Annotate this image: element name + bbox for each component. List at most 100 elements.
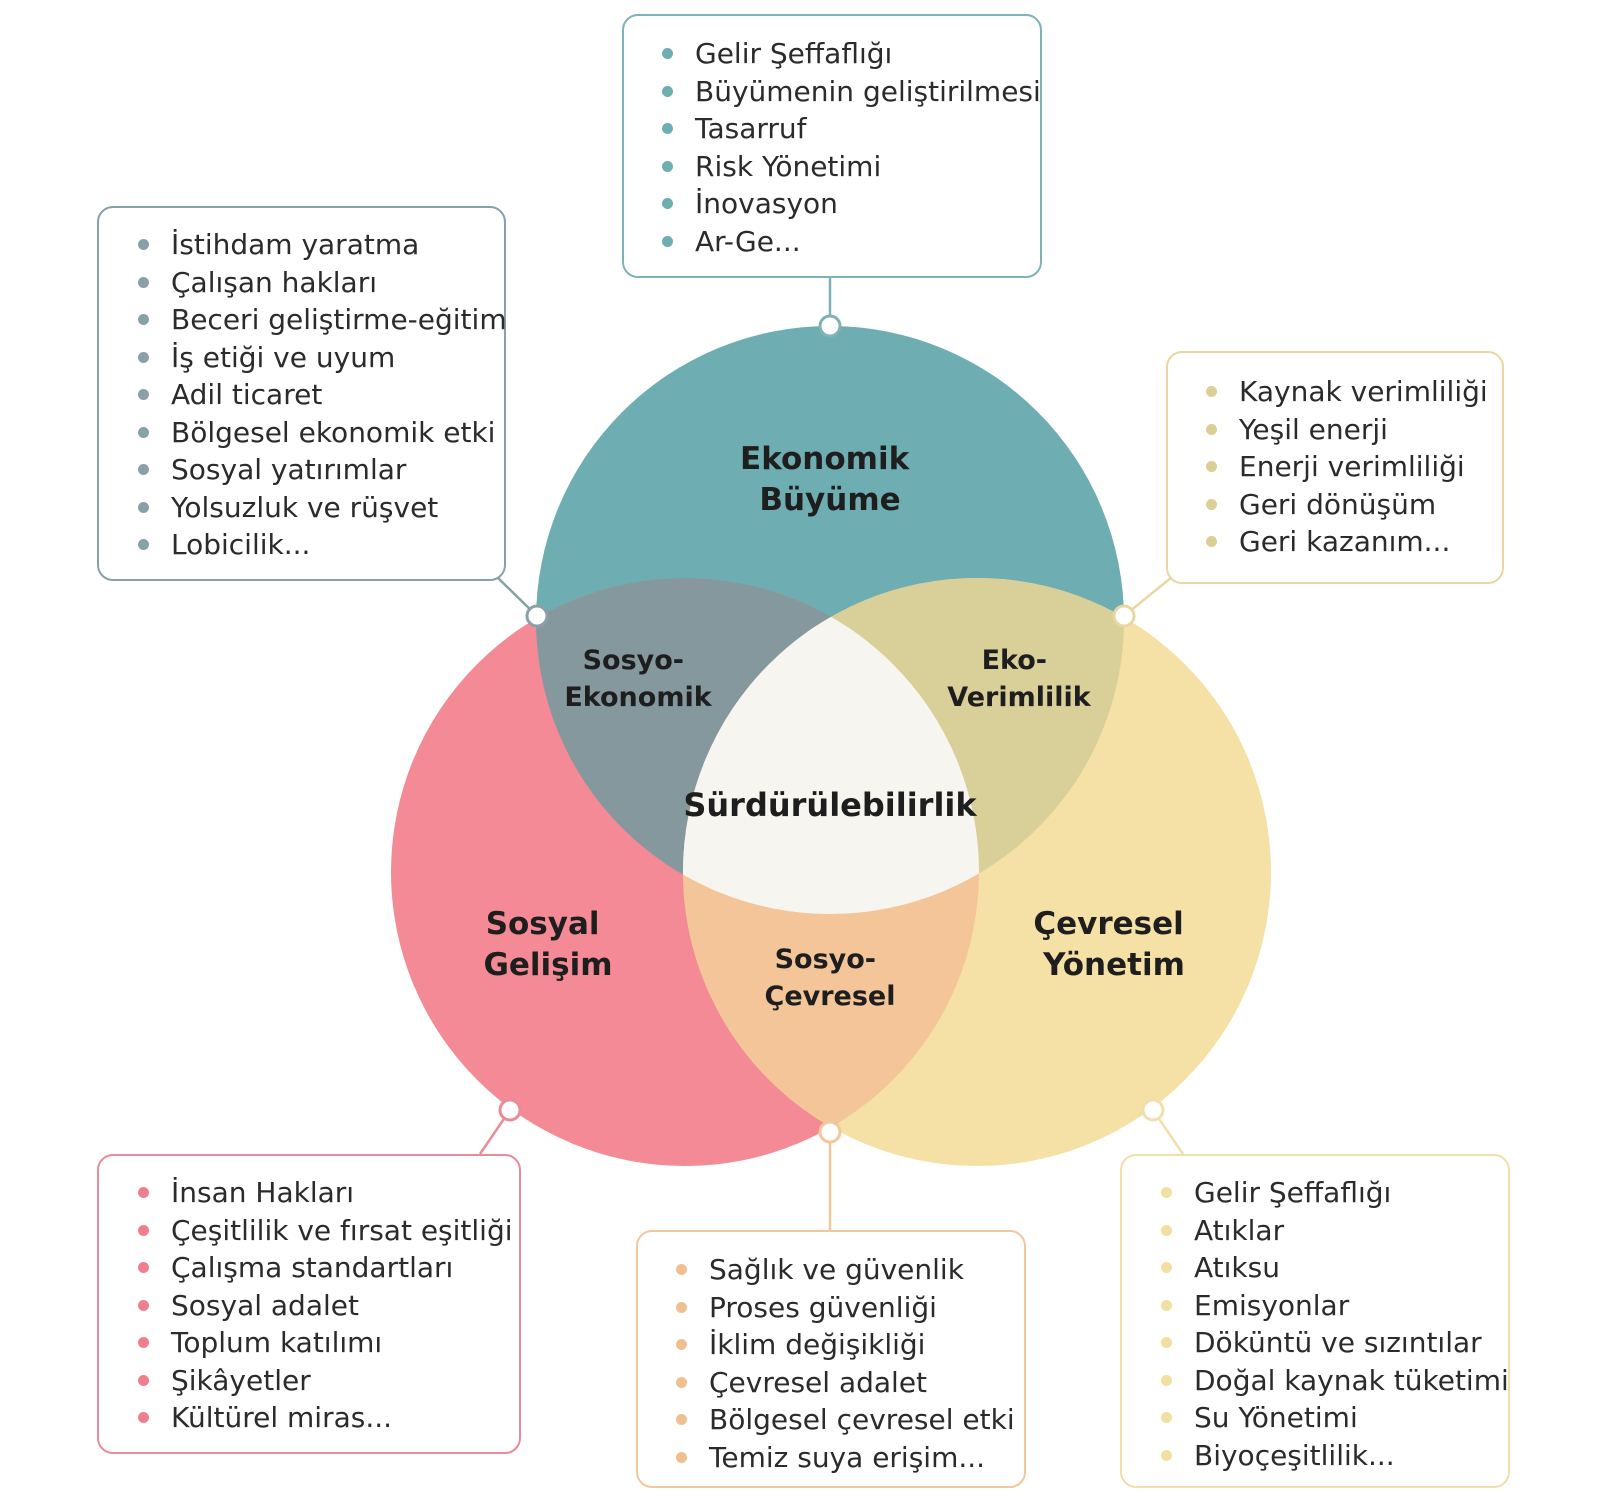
environmental-title-line2: Yönetim xyxy=(1042,947,1185,983)
list-item-text: Lobicilik... xyxy=(171,528,311,561)
list-item-text: Sağlık ve güvenlik xyxy=(709,1253,964,1286)
socio-economic-label-line1: Sosyo- xyxy=(583,645,684,676)
list-item: Çevresel adalet xyxy=(663,1364,1024,1402)
bullet-dot-icon xyxy=(1161,1187,1172,1198)
list-item: Çalışan hakları xyxy=(125,264,504,302)
list-item-text: Su Yönetimi xyxy=(1194,1401,1358,1434)
list-item: Gelir Şeffaflığı xyxy=(1148,1174,1508,1212)
bullet-dot-icon xyxy=(138,1412,149,1423)
svg-text:Çevresel Yönetim: Çevresel Yönetim xyxy=(1033,906,1194,983)
list-item-text: Yolsuzluk ve rüşvet xyxy=(171,490,439,524)
list-item: Toplum katılımı xyxy=(125,1324,519,1362)
list-item: Çalışma standartları xyxy=(125,1249,519,1287)
bullet-dot-icon xyxy=(1161,1337,1172,1348)
socio-environmental-label-line2: Çevresel xyxy=(765,981,896,1012)
list-item: Doğal kaynak tüketimi xyxy=(1148,1362,1509,1400)
bullet-dot-icon xyxy=(1161,1449,1172,1461)
bullet-dot-icon xyxy=(138,539,149,550)
list-item: Şikâyetler xyxy=(125,1362,519,1400)
list-item-text: Kültürel miras... xyxy=(171,1401,393,1434)
bullet-dot-icon xyxy=(662,198,673,209)
bullet-dot-icon xyxy=(138,1187,149,1198)
list-item: Atıklar xyxy=(1148,1212,1508,1250)
bullet-dot-icon xyxy=(676,1264,687,1275)
list-item: İklim değişikliği xyxy=(663,1326,1024,1364)
list-item: Beceri geliştirme-eğitim xyxy=(125,301,507,339)
bullet-dot-icon xyxy=(138,314,149,325)
list-item-text: Atıksu xyxy=(1194,1251,1280,1284)
bullet-dot-icon xyxy=(1161,1299,1172,1311)
list-item: Kültürel miras... xyxy=(125,1399,519,1437)
anchor-dot-socio-environmental xyxy=(818,1120,842,1144)
bullet-dot-icon xyxy=(676,1339,687,1350)
bullet-dot-icon xyxy=(138,1224,149,1236)
overlap-center xyxy=(683,578,979,914)
list-item: Tasarruf xyxy=(649,110,1040,148)
anchor-dot-governance xyxy=(525,604,549,628)
list-item-text: Çalışma standartları xyxy=(171,1251,454,1284)
list-item-text: Sosyal yatırımlar xyxy=(171,453,407,486)
svg-text:Eko- Verimlilik: Eko- Verimlilik xyxy=(947,645,1091,713)
list-item-text: Emisyonlar xyxy=(1194,1288,1350,1322)
social-title-line2: Gelişim xyxy=(483,947,612,983)
list-item-text: Geri dönüşüm xyxy=(1239,487,1437,521)
list-item-text: İnsan Hakları xyxy=(171,1176,355,1209)
list-item-text: Şikâyetler xyxy=(171,1363,311,1397)
economic-title-line1: Ekonomik xyxy=(740,441,911,477)
anchor-dot-eco-efficiency xyxy=(1112,604,1136,628)
bullet-dot-icon xyxy=(138,426,149,438)
bullet-dot-icon xyxy=(138,351,149,363)
bullet-dot-icon xyxy=(662,123,673,134)
list-item: Geri dönüşüm xyxy=(1193,486,1502,524)
list-item-text: Tasarruf xyxy=(695,112,807,145)
bullet-dot-icon xyxy=(676,1414,687,1425)
bullet-dot-icon xyxy=(1206,498,1217,510)
list-item: Bölgesel çevresel etki xyxy=(663,1401,1024,1439)
bullet-dot-icon xyxy=(676,1301,687,1313)
list-item-text: Kaynak verimliliği xyxy=(1239,375,1488,408)
list-item-text: Sosyal adalet xyxy=(171,1288,359,1322)
list-item-text: Çevresel adalet xyxy=(709,1365,928,1399)
list-item-text: İstihdam yaratma xyxy=(171,228,420,261)
list-item: Döküntü ve sızıntılar xyxy=(1148,1324,1508,1362)
list-item: Bölgesel ekonomik etki xyxy=(125,414,504,452)
list-item: Su Yönetimi xyxy=(1148,1399,1508,1437)
list-item: Çeşitlilik ve fırsat eşitliği xyxy=(125,1212,519,1250)
bullet-dot-icon xyxy=(1206,386,1217,397)
list-item: Geri kazanım... xyxy=(1193,523,1502,561)
svg-text:Sosyo- Ekonomik: Sosyo- Ekonomik xyxy=(564,645,712,713)
list-item: Kaynak verimliliği xyxy=(1193,373,1502,411)
svg-text:Sosyal Gelişim: Sosyal Gelişim xyxy=(483,906,612,983)
anchor-dot-environmental xyxy=(1141,1098,1165,1122)
environmental-title-line1: Çevresel xyxy=(1033,906,1183,942)
eco-efficiency-label-line1: Eko- xyxy=(982,645,1047,676)
social-title-line1: Sosyal xyxy=(486,906,600,942)
bullet-dot-icon xyxy=(1206,461,1217,472)
bullet-dot-icon xyxy=(138,1299,149,1311)
list-item: Sosyal yatırımlar xyxy=(125,451,504,489)
list-item: Ar-Ge... xyxy=(649,223,1040,261)
list-item-text: Enerji verimliliği xyxy=(1239,450,1465,483)
list-item: Risk Yönetimi xyxy=(649,148,1040,186)
bullet-dot-icon xyxy=(662,235,673,247)
bullet-dot-icon xyxy=(1161,1262,1172,1273)
bullet-dot-icon xyxy=(1206,536,1217,547)
list-item: Lobicilik... xyxy=(125,526,504,564)
list-item-text: İş etiği ve uyum xyxy=(171,340,396,374)
bullet-dot-icon xyxy=(138,1262,149,1273)
list-item: İnsan Hakları xyxy=(125,1174,519,1212)
bullet-dot-icon xyxy=(138,389,149,400)
bullet-dot-icon xyxy=(138,1374,149,1386)
list-item: Sosyal adalet xyxy=(125,1287,519,1325)
list-item-text: İnovasyon xyxy=(695,187,838,220)
list-item-text: Döküntü ve sızıntılar xyxy=(1194,1326,1482,1359)
